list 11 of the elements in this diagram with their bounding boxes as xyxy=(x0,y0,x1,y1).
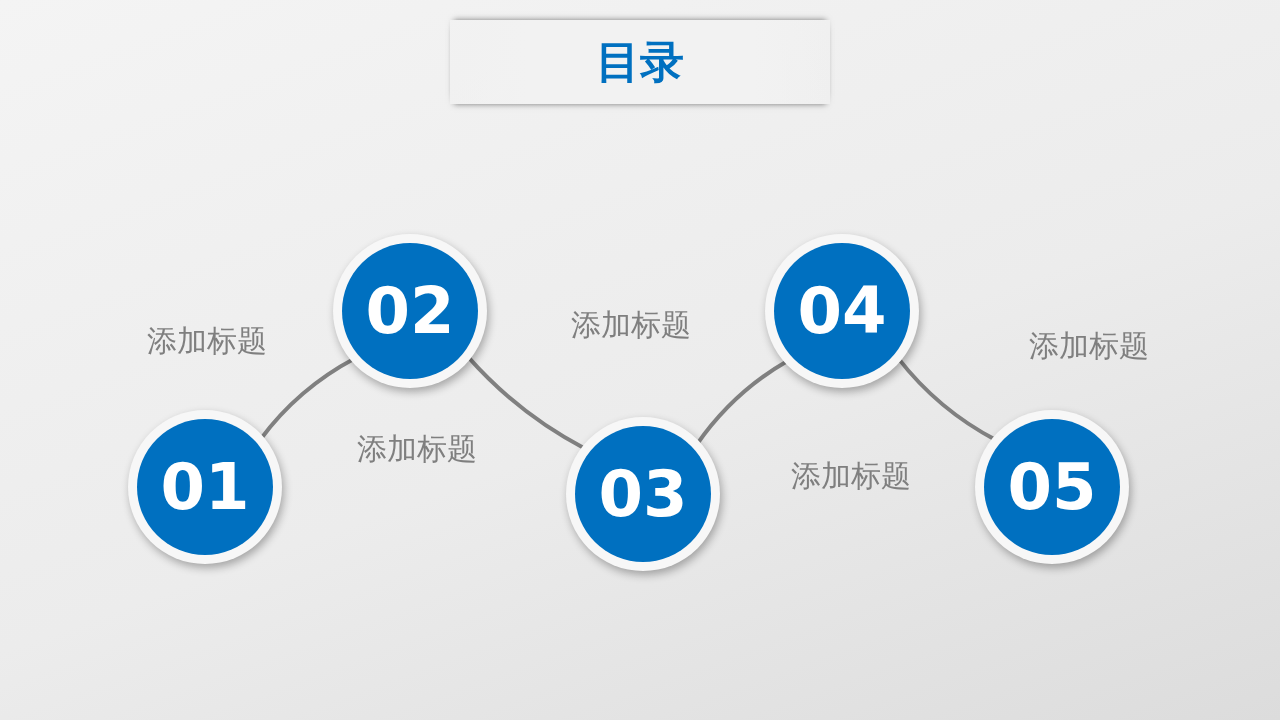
step-number: 04 xyxy=(797,279,887,343)
title-label: 添加标题 xyxy=(147,326,267,356)
step-number: 05 xyxy=(1007,455,1097,519)
step-number: 01 xyxy=(160,455,250,519)
title-label: 添加标题 xyxy=(791,461,911,491)
title-label: 添加标题 xyxy=(571,310,691,340)
title-text: 目录 xyxy=(596,40,684,84)
step-number: 02 xyxy=(365,279,455,343)
title-label: 添加标题 xyxy=(1029,331,1149,361)
step-number: 03 xyxy=(598,462,688,526)
title-label: 添加标题 xyxy=(357,434,477,464)
